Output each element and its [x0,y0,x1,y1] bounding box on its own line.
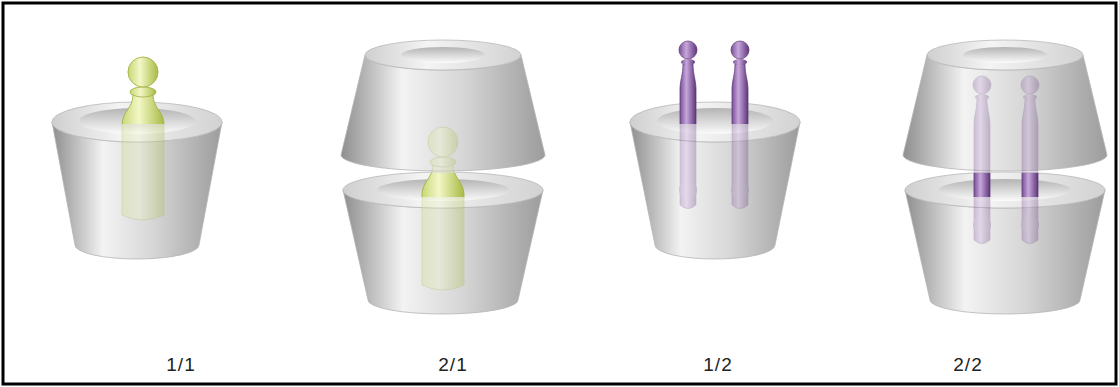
purple-pin-visible [679,41,697,124]
purple-pin-visible [1021,173,1039,197]
upper-cap-rim [365,40,521,70]
variant-label: 1/2 [703,354,732,376]
two-part-with-green-abutment [341,40,545,314]
green-abutment-hidden [122,57,164,220]
green-abutment-visible [122,57,164,124]
lower-cup-hole [939,179,1071,201]
purple-pin-visible [731,41,749,124]
upper-cap-rim [927,40,1083,70]
green-abutment [122,57,164,124]
purple-pins [679,41,749,124]
purple-pin-hidden [679,41,697,209]
single-cup-with-purple-pins [630,41,800,259]
single-cup-with-green-abutment [52,57,222,259]
purple-pin-hidden [731,41,749,209]
cup-body [630,122,800,259]
green-abutment-visible [422,173,464,197]
frame-border [3,3,1116,384]
upper-cap-hole [963,47,1047,63]
upper-cap-body [903,55,1107,171]
purple-pins [973,173,1039,197]
two-part-with-purple-pins [903,40,1107,314]
lower-cup-body [905,190,1105,314]
purple-pin-visible [973,173,991,197]
cup-hole [657,108,773,134]
upper-cap-hole [401,47,485,63]
lower-cup-rim [905,172,1105,208]
variant-label: 2/2 [953,354,982,376]
green-abutment-hidden [422,127,464,290]
purple-pin-hidden [1021,76,1039,244]
cup-rim [630,102,800,142]
variant-label: 2/1 [438,354,467,376]
green-abutment [422,173,464,197]
variant-label: 1/1 [166,354,195,376]
purple-pin-hidden [973,76,991,244]
